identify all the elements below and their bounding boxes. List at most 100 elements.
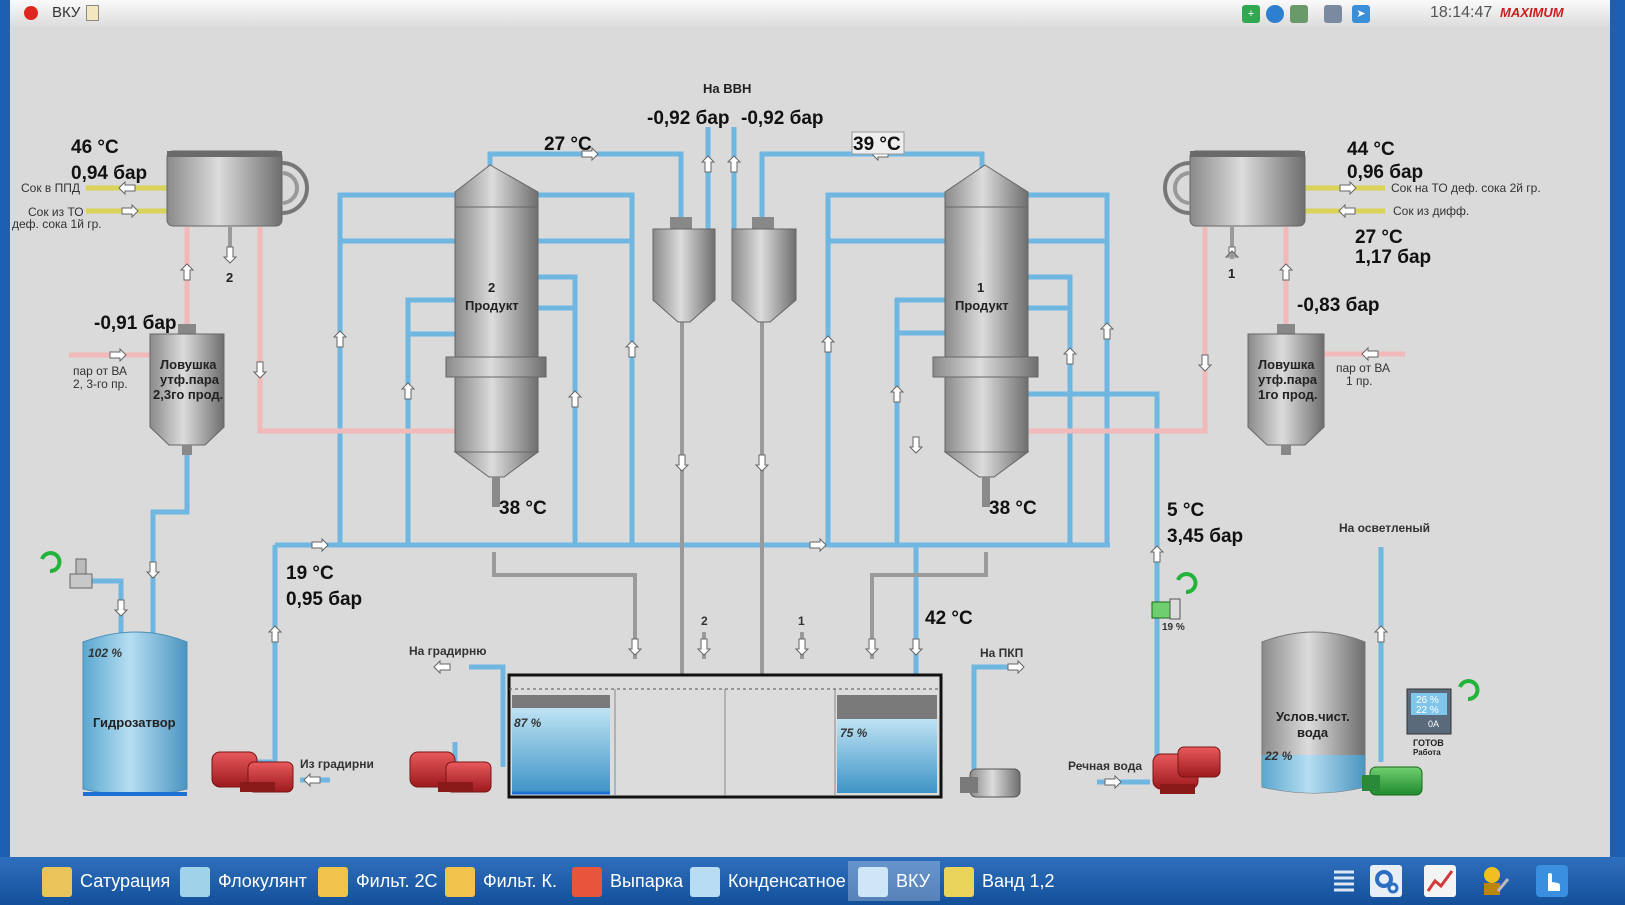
labels: На ВВН -0,92 бар -0,92 бар 27 °C 39 °C 4… xyxy=(12,81,1541,773)
temp-top-left: 27 °C xyxy=(544,134,592,155)
clock: 18:14:47 xyxy=(1430,4,1493,21)
label-juice-to-1: Сок из ТО xyxy=(28,205,84,219)
label-steam-left-2: 2, 3-го пр. xyxy=(73,377,128,391)
taskbar-item-label: ВКУ xyxy=(896,871,931,891)
temp-low-left: 19 °C xyxy=(286,563,334,584)
taskbar-item-1[interactable]: Флокулянт xyxy=(180,861,307,901)
temp-product-right: 38 °C xyxy=(989,498,1037,519)
list-icon[interactable] xyxy=(1328,865,1360,897)
label-num-2-top: 2 xyxy=(226,270,233,285)
product-vessel-1[interactable] xyxy=(932,164,1039,507)
mnemonic-scheme: На ВВН -0,92 бар -0,92 бар 27 °C 39 °C 4… xyxy=(12,81,1541,799)
label-num-2-basin: 2 xyxy=(701,614,708,628)
vku-icon xyxy=(858,867,888,898)
add-icon[interactable]: + xyxy=(1242,5,1260,23)
taskbar-item-label: Фильт. 2С xyxy=(356,871,438,891)
condensate-icon xyxy=(690,867,720,898)
vand-icon xyxy=(944,867,974,898)
panel-value-2: 22 % xyxy=(1416,705,1439,716)
taskbar-item-4[interactable]: Выпарка xyxy=(572,861,683,901)
pump-river-water[interactable] xyxy=(1152,746,1221,794)
hx-right-pressure: 0,96 бар xyxy=(1347,162,1423,183)
label-river-water: Речная вода xyxy=(1068,759,1142,773)
taskbar-item-3[interactable]: Фильт. К. xyxy=(445,861,557,901)
clean-water-tank[interactable] xyxy=(1261,631,1366,794)
trap-right-name-3: 1го прод. xyxy=(1258,387,1317,402)
condensate-basin[interactable] xyxy=(507,673,943,799)
label-vvn: На ВВН xyxy=(703,81,751,96)
heat-exchanger-left[interactable] xyxy=(166,150,309,227)
trap-right-pressure: -0,83 бар xyxy=(1297,295,1380,316)
control-valve-percent: 19 % xyxy=(1162,622,1185,633)
clean-water-level: 22 % xyxy=(1264,749,1293,763)
engineer-tools-icon[interactable] xyxy=(1478,865,1510,897)
vessel-right-name: Продукт xyxy=(955,298,1009,313)
hx-left-temp: 46 °C xyxy=(71,137,119,158)
pump-cooling-return[interactable] xyxy=(211,751,294,793)
taskbar-item-5[interactable]: Конденсатное xyxy=(690,861,846,901)
taskbar: Сатурация Флокулянт Фильт. 2С Фильт. К. Выпа… xyxy=(0,857,1625,905)
taskbar-item-label: Сатурация xyxy=(80,871,171,891)
label-num-1-basin: 1 xyxy=(798,614,805,628)
trend-chart-icon[interactable] xyxy=(1424,865,1456,897)
basin-right-level: 75 % xyxy=(840,726,868,740)
hand-pointer-icon[interactable] xyxy=(1536,865,1568,897)
refresh-icon[interactable] xyxy=(40,551,1480,701)
trap-right-name-2: утф.пара xyxy=(1258,372,1318,387)
taskbar-item-6[interactable]: ВКУ xyxy=(848,861,941,901)
hydro-seal-tank[interactable] xyxy=(82,631,188,796)
separator-right[interactable] xyxy=(731,217,797,323)
label-juice-ppd: Сок в ППД xyxy=(21,181,80,195)
label-num-1-top: 1 xyxy=(1228,266,1235,281)
record-indicator-icon[interactable] xyxy=(24,6,38,20)
steam-trap-left[interactable] xyxy=(149,324,225,455)
trap-left-name-3: 2,3го прод. xyxy=(153,387,223,402)
pump-cooling-tower[interactable] xyxy=(409,751,492,793)
hydro-seal-level: 102 % xyxy=(88,646,122,660)
taskbar-item-7[interactable]: Ванд 1,2 xyxy=(944,861,1054,901)
vessel-right-number: 1 xyxy=(977,280,984,295)
taskbar-item-0[interactable]: Сатурация xyxy=(42,861,170,901)
telegram-icon[interactable]: ➤ xyxy=(1352,5,1370,23)
operator-icon[interactable] xyxy=(1324,5,1342,23)
chat-icon[interactable] xyxy=(1266,5,1284,23)
window-title: ВКУ xyxy=(52,4,81,21)
clean-water-name-1: Услов.чист. xyxy=(1276,709,1350,724)
network-icon[interactable] xyxy=(1290,5,1308,23)
temp-mid-right: 42 °C xyxy=(925,608,973,629)
label-from-cooling: Из градирни xyxy=(300,757,374,771)
taskbar-item-2[interactable]: Фильт. 2С xyxy=(318,861,437,901)
product-vessel-2[interactable] xyxy=(445,164,547,507)
panel-status-ready: ГОТОВ xyxy=(1413,738,1444,748)
control-valve-river[interactable] xyxy=(1151,598,1181,620)
pump-clean-water[interactable] xyxy=(1362,766,1423,796)
taskbar-item-label: Фильт. К. xyxy=(483,871,557,891)
flow-arrows xyxy=(109,146,1389,790)
label-steam-left-1: пар от ВА xyxy=(73,364,127,378)
hx-left-pressure: 0,94 бар xyxy=(71,163,147,184)
gear-icon[interactable] xyxy=(1370,865,1402,897)
basin-left-level: 87 % xyxy=(514,716,542,730)
separator-left[interactable] xyxy=(652,217,716,323)
window-titlebar: ВКУ + ➤ 18:14:47 MAXIMUM AUTOMATION xyxy=(10,0,1610,44)
control-panel[interactable] xyxy=(1406,688,1452,735)
heat-exchanger-right[interactable] xyxy=(1163,150,1306,227)
label-steam-right-2: 1 пр. xyxy=(1346,374,1373,388)
process-pipes xyxy=(228,227,1234,677)
taskbar-item-label: Выпарка xyxy=(610,871,683,891)
label-to-clarified: На осветленый xyxy=(1339,521,1430,535)
panel-value-1: 26 % xyxy=(1416,695,1439,706)
label-juice-to-2: деф. сока 1й гр. xyxy=(12,217,102,231)
valve-hydroseal[interactable] xyxy=(69,558,93,589)
taskbar-item-label: Флокулянт xyxy=(218,871,307,891)
clipboard-icon[interactable] xyxy=(86,5,99,21)
pump-pkp[interactable] xyxy=(960,768,1021,798)
pressure-right-mid: 1,17 бар xyxy=(1355,247,1431,268)
temp-low-right: 5 °C xyxy=(1167,500,1204,521)
hx-right-temp: 44 °C xyxy=(1347,139,1395,160)
filter-k-icon xyxy=(445,867,475,898)
maximum-automation-logo: MAXIMUM AUTOMATION xyxy=(1500,5,1587,44)
hydro-seal-name: Гидрозатвор xyxy=(93,715,176,730)
steam-trap-right[interactable] xyxy=(1247,324,1325,455)
taskbar-item-label: Конденсатное xyxy=(728,871,846,891)
